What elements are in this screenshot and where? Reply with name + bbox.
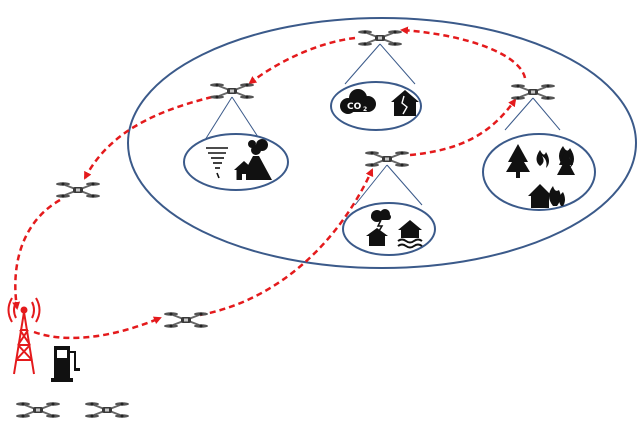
cell-tower-icon — [7, 297, 41, 375]
co2-label: CO — [347, 102, 362, 112]
flight-path-to-top-drone — [400, 26, 527, 79]
coverage-area-ellipse — [127, 17, 637, 269]
flood-house-icon — [397, 220, 423, 249]
storm-house-icon — [366, 209, 391, 246]
tornado-icon — [206, 147, 228, 179]
sensor-beams — [204, 43, 561, 206]
drone-fire-zone — [510, 83, 556, 101]
drone-idle-2 — [84, 401, 130, 419]
disaster-zone-flood — [342, 202, 436, 256]
disaster-zone-emissions: CO 2 — [330, 81, 422, 131]
charging-station-icon — [51, 346, 80, 382]
flight-path-tower-to-drone — [33, 316, 162, 340]
drone-flood-zone — [364, 150, 410, 168]
flight-path-to-fire-zone — [409, 98, 517, 157]
flight-path — [12, 26, 527, 340]
earthquake-house-icon — [391, 90, 419, 116]
flight-path-to-wind-zone-drone — [248, 36, 356, 85]
drone-left — [55, 181, 101, 199]
forest-fire-icon — [506, 144, 575, 178]
drone-wind-zone — [209, 82, 255, 100]
co2-subscript: 2 — [363, 106, 367, 113]
drone-idle-1 — [15, 401, 61, 419]
flight-path-to-flood-zone — [199, 168, 374, 317]
drone-lower — [163, 311, 209, 329]
drone-top — [357, 29, 403, 47]
co2-cloud-icon: CO 2 — [340, 89, 376, 114]
house-fire-icon — [528, 184, 565, 208]
flight-path-to-tower — [12, 198, 61, 310]
disaster-zone-wind — [183, 133, 289, 191]
disaster-zone-fire — [482, 133, 596, 211]
volcano-icon — [234, 139, 272, 180]
